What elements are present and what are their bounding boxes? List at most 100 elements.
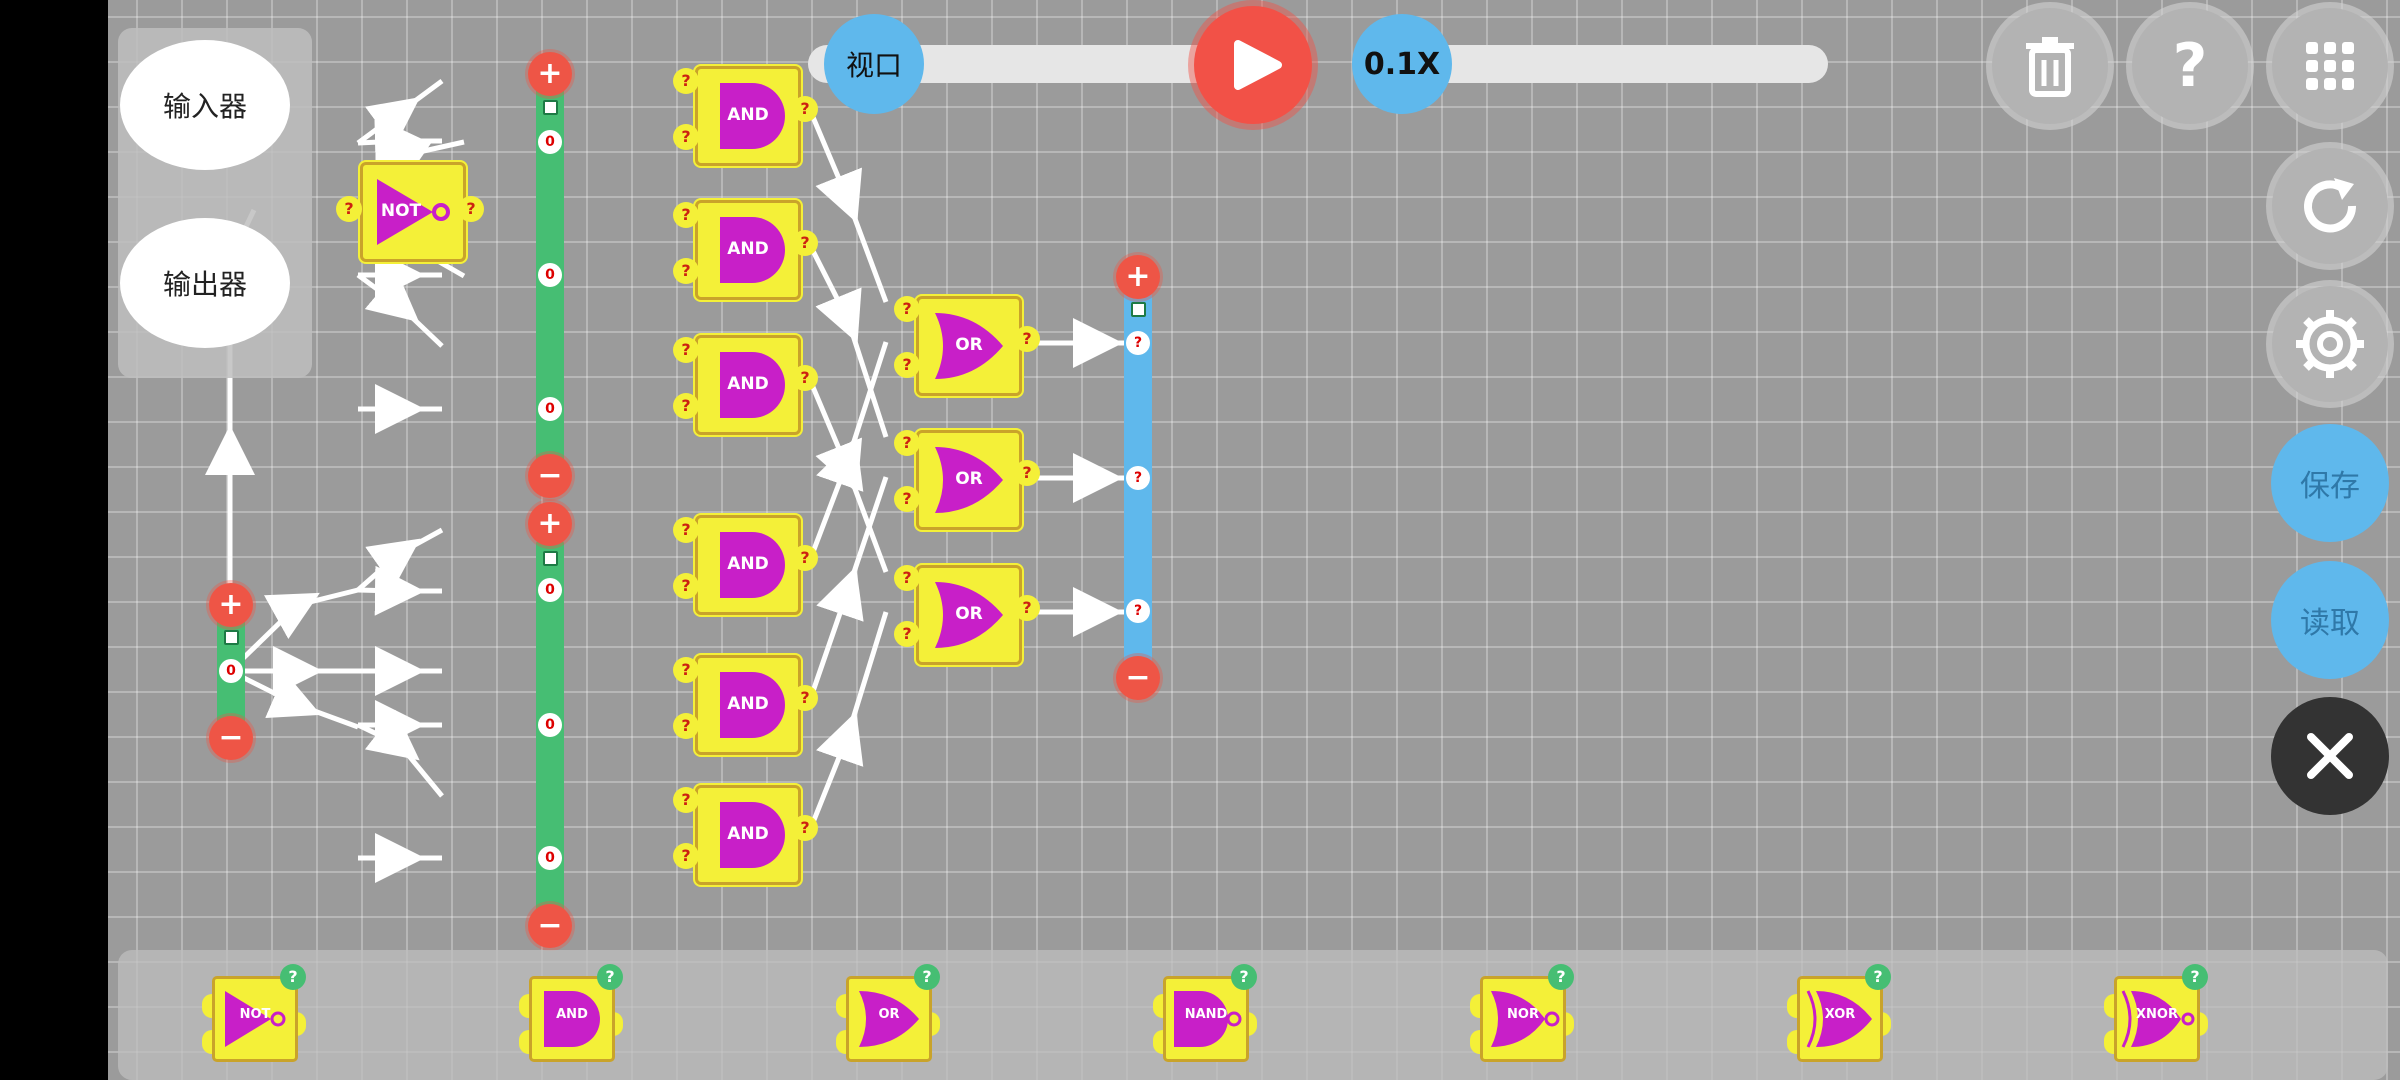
- bus-a-remove-button[interactable]: −: [528, 454, 572, 498]
- palette-gate: AND: [529, 976, 615, 1062]
- load-button[interactable]: 读取: [2271, 561, 2389, 679]
- and-gate-icon: [720, 802, 785, 868]
- reset-button[interactable]: [2272, 148, 2388, 264]
- and-gate[interactable]: AND: [695, 515, 801, 615]
- palette-item-xor[interactable]: XOR?: [1783, 964, 1893, 1062]
- or-gate[interactable]: OR: [916, 430, 1022, 530]
- gate-output-pin[interactable]: ?: [1014, 326, 1040, 352]
- gate-label: AND: [727, 554, 769, 574]
- bus-b-node[interactable]: 0: [538, 578, 562, 602]
- gate-input-pin[interactable]: ?: [673, 713, 699, 739]
- menu-button[interactable]: [2272, 8, 2388, 124]
- output-device-button[interactable]: 输出器: [120, 218, 290, 348]
- palette-item-not[interactable]: NOT?: [198, 964, 308, 1062]
- view-slider-knob[interactable]: 视口: [824, 14, 924, 114]
- gate-label: AND: [727, 824, 769, 844]
- not-gate[interactable]: NOT: [360, 162, 466, 262]
- output-bus-remove-button[interactable]: −: [1116, 656, 1160, 700]
- gate-input-pin[interactable]: ?: [894, 352, 920, 378]
- speed-slider-knob[interactable]: 0.1X: [1352, 14, 1452, 114]
- help-button[interactable]: ?: [2132, 8, 2248, 124]
- palette-gate: NOR: [1480, 976, 1566, 1062]
- palette-help-badge[interactable]: ?: [1231, 964, 1257, 990]
- gate-input-pin[interactable]: ?: [673, 517, 699, 543]
- gate-input-pin[interactable]: ?: [673, 573, 699, 599]
- output-node[interactable]: ?: [1126, 599, 1150, 623]
- gate-input-pin[interactable]: ?: [673, 124, 699, 150]
- gate-output-pin[interactable]: ?: [792, 96, 818, 122]
- gate-output-pin[interactable]: ?: [792, 685, 818, 711]
- palette-help-badge[interactable]: ?: [597, 964, 623, 990]
- output-node[interactable]: ?: [1126, 466, 1150, 490]
- gate-output-pin[interactable]: ?: [458, 196, 484, 222]
- close-button[interactable]: [2271, 697, 2389, 815]
- input-bus-add-button[interactable]: +: [209, 583, 253, 627]
- gate-input-pin[interactable]: ?: [673, 657, 699, 683]
- gate-input-pin[interactable]: ?: [336, 196, 362, 222]
- bus-b-node[interactable]: 0: [538, 846, 562, 870]
- and-gate[interactable]: AND: [695, 66, 801, 166]
- bus-a-node[interactable]: 0: [538, 130, 562, 154]
- gate-input-pin[interactable]: ?: [894, 296, 920, 322]
- gate-input-pin[interactable]: ?: [673, 202, 699, 228]
- gate-output-pin[interactable]: ?: [1014, 460, 1040, 486]
- gate-input-pin[interactable]: ?: [673, 258, 699, 284]
- or-gate[interactable]: OR: [916, 296, 1022, 396]
- bus-a-add-button[interactable]: +: [528, 52, 572, 96]
- palette-item-or[interactable]: OR?: [832, 964, 942, 1062]
- bus-a-node[interactable]: 0: [538, 397, 562, 421]
- not-gate-icon: [225, 991, 286, 1047]
- palette-gate-label: XOR: [1824, 1007, 1856, 1022]
- and-gate[interactable]: AND: [695, 785, 801, 885]
- gate-input-pin[interactable]: ?: [894, 621, 920, 647]
- input-bus-remove-button[interactable]: −: [209, 716, 253, 760]
- palette-item-nand[interactable]: NAND?: [1149, 964, 1259, 1062]
- settings-button[interactable]: [2272, 286, 2388, 402]
- bus-b-node[interactable]: 0: [538, 713, 562, 737]
- palette-help-badge[interactable]: ?: [280, 964, 306, 990]
- bus-b-remove-button[interactable]: −: [528, 904, 572, 948]
- or-gate-icon: [935, 447, 1003, 513]
- circuit-canvas[interactable]: 输入器 输出器 视口 0.1X ?: [108, 0, 2400, 1080]
- gate-output-pin[interactable]: ?: [792, 815, 818, 841]
- gate-output-pin[interactable]: ?: [792, 230, 818, 256]
- palette-item-nor[interactable]: NOR?: [1466, 964, 1576, 1062]
- and-gate[interactable]: AND: [695, 200, 801, 300]
- gate-input-pin[interactable]: ?: [894, 430, 920, 456]
- gate-label: AND: [727, 694, 769, 714]
- play-button[interactable]: [1194, 6, 1312, 124]
- gate-output-pin[interactable]: ?: [792, 365, 818, 391]
- gate-input-pin[interactable]: ?: [894, 486, 920, 512]
- palette-item-and[interactable]: AND?: [515, 964, 625, 1062]
- gate-input-pin[interactable]: ?: [673, 337, 699, 363]
- gate-input-pin[interactable]: ?: [673, 68, 699, 94]
- gate-input-pin[interactable]: ?: [673, 393, 699, 419]
- palette-help-badge[interactable]: ?: [2182, 964, 2208, 990]
- or-gate[interactable]: OR: [916, 565, 1022, 665]
- gate-output-pin[interactable]: ?: [792, 545, 818, 571]
- gate-output-pin[interactable]: ?: [1014, 595, 1040, 621]
- and-gate[interactable]: AND: [695, 335, 801, 435]
- palette-item-xnor[interactable]: XNOR?: [2100, 964, 2210, 1062]
- palette-help-badge[interactable]: ?: [914, 964, 940, 990]
- input-node[interactable]: 0: [219, 659, 243, 683]
- not-gate-icon: [377, 179, 450, 245]
- output-node[interactable]: ?: [1126, 331, 1150, 355]
- bus-a-node[interactable]: 0: [538, 263, 562, 287]
- question-icon: ?: [2173, 31, 2208, 101]
- bus-b-add-button[interactable]: +: [528, 502, 572, 546]
- gate-input-pin[interactable]: ?: [894, 565, 920, 591]
- gate-input-pin[interactable]: ?: [673, 843, 699, 869]
- gate-label: AND: [727, 239, 769, 259]
- svg-text:?: ?: [2173, 31, 2208, 101]
- gate-label: OR: [955, 335, 983, 355]
- and-gate[interactable]: AND: [695, 655, 801, 755]
- input-device-button[interactable]: 输入器: [120, 40, 290, 170]
- palette-help-badge[interactable]: ?: [1548, 964, 1574, 990]
- gate-input-pin[interactable]: ?: [673, 787, 699, 813]
- delete-button[interactable]: [1992, 8, 2108, 124]
- palette-gate: XOR: [1797, 976, 1883, 1062]
- palette-help-badge[interactable]: ?: [1865, 964, 1891, 990]
- save-button[interactable]: 保存: [2271, 424, 2389, 542]
- output-bus-add-button[interactable]: +: [1116, 255, 1160, 299]
